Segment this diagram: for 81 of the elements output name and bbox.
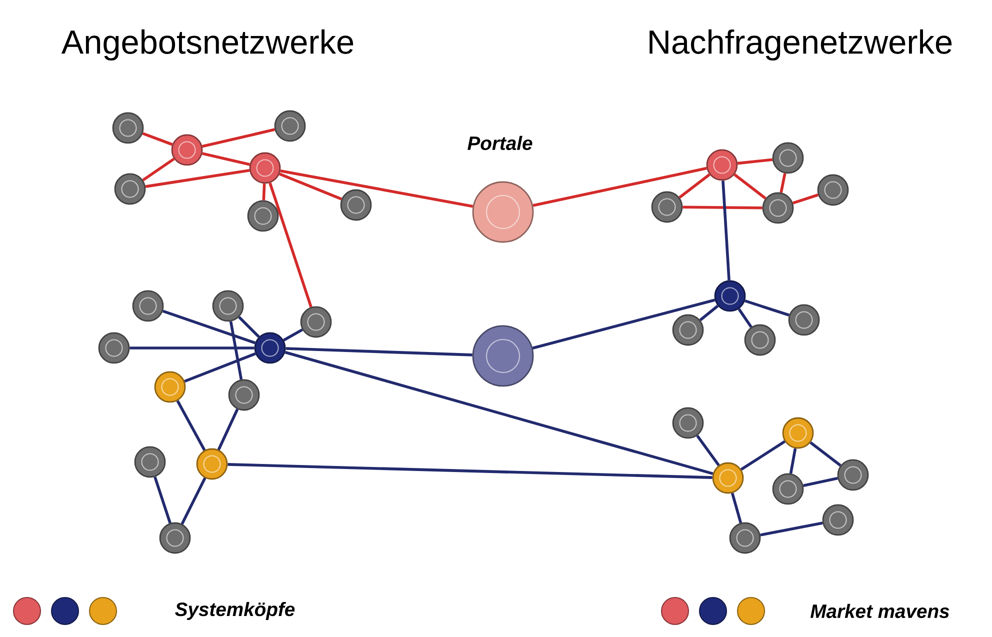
- node-circle: [212, 290, 244, 322]
- connector-line: [532, 298, 716, 350]
- node-circle: [228, 379, 260, 411]
- node-circle: [274, 110, 306, 142]
- connector-line: [228, 463, 712, 479]
- heading: Angebotsnetzwerke: [61, 29, 354, 61]
- connector-line: [130, 346, 254, 350]
- heading: Nachfragenetzwerke: [650, 29, 952, 61]
- connector-line: [142, 132, 173, 146]
- connector-line: [740, 440, 786, 471]
- connector-line: [286, 347, 472, 356]
- connector-line: [154, 476, 172, 524]
- node-circle: [822, 504, 854, 536]
- node-circle: [134, 446, 166, 478]
- legend-label: Market mavens: [810, 604, 950, 618]
- node-circle: [249, 152, 281, 184]
- connector-line: [734, 173, 766, 200]
- node-circle: [159, 522, 191, 554]
- node-circle: [154, 371, 186, 403]
- node-circle: [762, 192, 794, 224]
- connector-line: [229, 321, 243, 380]
- connector-line: [699, 304, 719, 322]
- connector-line: [145, 169, 250, 188]
- node-circle: [672, 407, 704, 439]
- connector-line: [738, 308, 752, 328]
- connector-line: [180, 477, 206, 525]
- connector-line: [262, 184, 266, 200]
- node-circle: [744, 324, 776, 356]
- connector-line: [744, 300, 790, 316]
- node-circle: [788, 304, 820, 336]
- connector-line: [722, 180, 730, 280]
- connector-line: [282, 328, 304, 342]
- connector-line: [780, 173, 786, 193]
- node-circle: [672, 314, 704, 346]
- connector-line: [176, 400, 206, 451]
- connector-line: [792, 194, 819, 204]
- node-circle: [706, 149, 738, 181]
- node-circle: [98, 332, 130, 364]
- connector-line: [730, 492, 742, 524]
- legend-label: Systemköpfe: [175, 602, 295, 620]
- connector-line: [284, 350, 714, 476]
- connector-line: [202, 128, 276, 148]
- node-circle: [729, 522, 761, 554]
- connector-line: [202, 152, 250, 166]
- node-circle: [782, 417, 814, 449]
- node-circle: [114, 173, 146, 205]
- connector-line: [760, 522, 823, 536]
- connector-line: [268, 182, 312, 308]
- node-circle: [714, 280, 746, 312]
- node-circle: [651, 191, 683, 223]
- node-circle: [112, 112, 144, 144]
- node-circle: [772, 142, 804, 174]
- connector-line: [280, 169, 474, 208]
- node-circle: [196, 448, 228, 480]
- connector-line: [532, 166, 707, 207]
- node-circle: [171, 134, 203, 166]
- connector-line: [682, 206, 762, 210]
- label: Portale: [468, 136, 532, 150]
- node-circle: [772, 473, 804, 505]
- connector-line: [678, 173, 710, 199]
- portal-circle: [472, 325, 534, 387]
- connector-line: [696, 434, 720, 466]
- node-circle: [837, 459, 869, 491]
- connector-line: [162, 310, 256, 344]
- connector-line: [737, 158, 773, 165]
- connector-line: [789, 448, 797, 474]
- connector-line: [279, 172, 342, 200]
- connector-line: [184, 352, 256, 383]
- node-circle: [340, 189, 372, 221]
- node-circle: [817, 174, 849, 206]
- node-circle: [254, 332, 286, 364]
- connector-line: [803, 476, 838, 488]
- connector-line: [217, 408, 239, 450]
- node-circle: [712, 462, 744, 494]
- node-circle: [300, 306, 332, 338]
- portal-circle: [472, 181, 534, 243]
- node-circle: [132, 290, 164, 322]
- connector-line: [810, 441, 842, 467]
- node-circle: [247, 200, 279, 232]
- connector-line: [142, 158, 175, 182]
- connector-line: [238, 316, 260, 338]
